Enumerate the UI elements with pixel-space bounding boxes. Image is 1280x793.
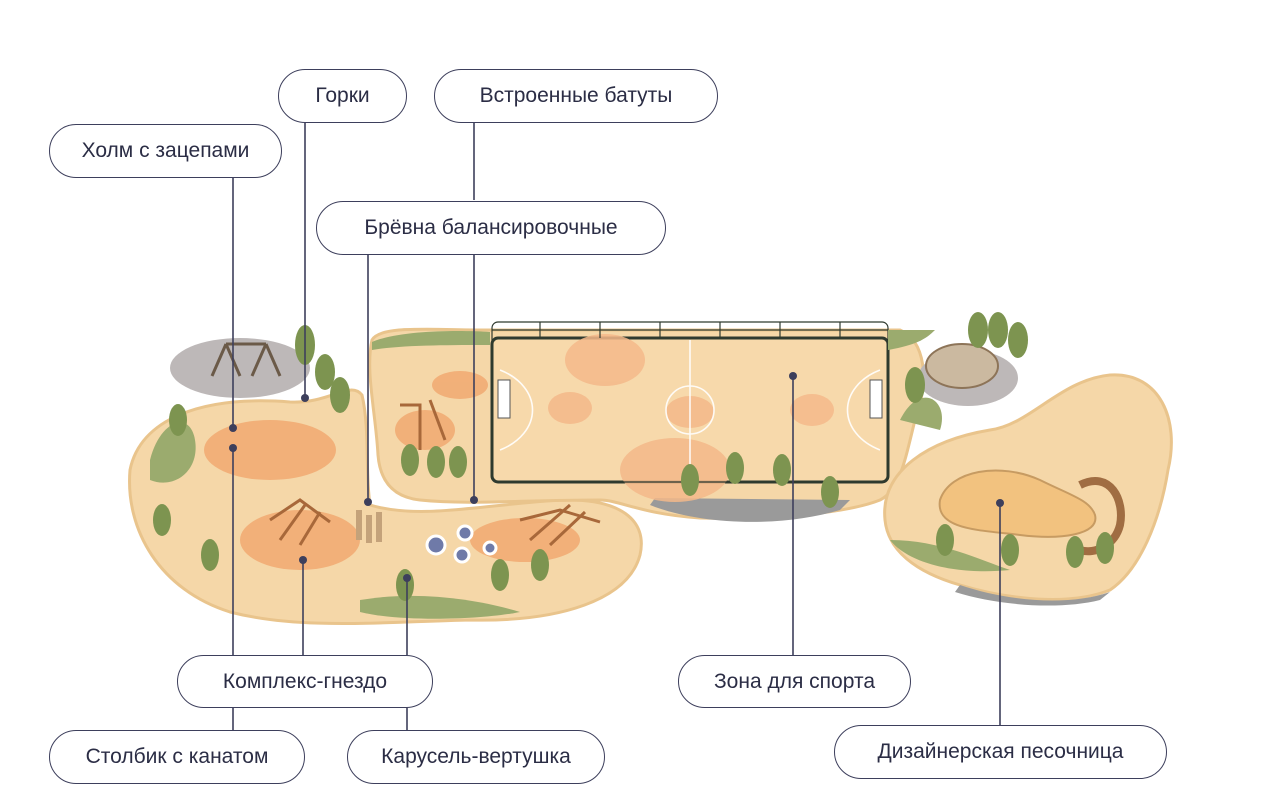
sandbox-basin bbox=[938, 469, 1097, 538]
label-hill-with-holds: Холм с зацепами bbox=[49, 124, 282, 178]
sandbox-pergola bbox=[1078, 477, 1125, 556]
court-lines bbox=[499, 340, 881, 480]
climbing-dome bbox=[925, 343, 999, 389]
court-zone-circles bbox=[548, 334, 834, 502]
leader-lines bbox=[232, 123, 1001, 730]
swing-gravel-area bbox=[170, 338, 310, 398]
sandbox-shadow bbox=[955, 585, 1110, 606]
activity-zone-circles bbox=[204, 371, 580, 570]
basketball-hoops bbox=[497, 379, 883, 419]
trees bbox=[153, 312, 1114, 601]
label-rope-post: Столбик с канатом bbox=[49, 730, 305, 784]
climbing-structures bbox=[269, 399, 601, 547]
label-balance-logs: Брёвна балансировочные bbox=[316, 201, 666, 255]
label-slides: Горки bbox=[278, 69, 407, 123]
label-trampolines: Встроенные батуты bbox=[434, 69, 718, 123]
label-nest-complex: Комплекс-гнездо bbox=[177, 655, 433, 708]
label-carousel: Карусель-вертушка bbox=[347, 730, 605, 784]
label-designer-sandbox: Дизайнерская песочница bbox=[834, 725, 1167, 779]
leader-dots bbox=[229, 372, 1004, 582]
balance-logs bbox=[356, 510, 382, 543]
grass-patches bbox=[150, 330, 1010, 619]
court-shadow bbox=[650, 498, 850, 522]
trampoline-dots bbox=[425, 524, 498, 564]
label-sport-zone: Зона для спорта bbox=[678, 655, 911, 708]
